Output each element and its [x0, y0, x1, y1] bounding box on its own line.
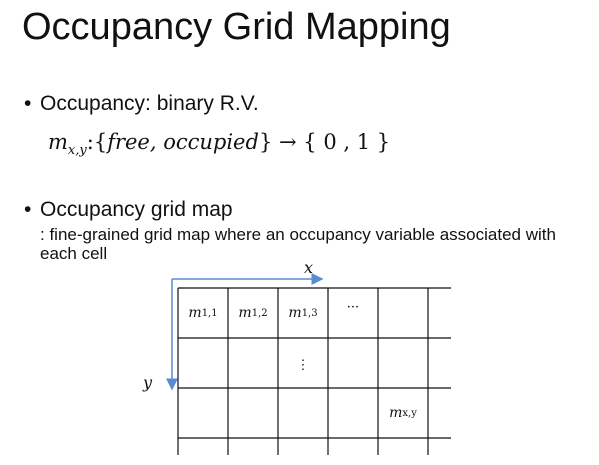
grid-map-description: : fine-grained grid map where an occupan… — [40, 225, 556, 263]
arrow-symbol: → — [279, 130, 297, 154]
bullet-text: Occupancy grid map — [40, 198, 233, 221]
bullet-dot: • — [24, 92, 32, 115]
occupancy-formula: mx,y:{free, occupied} → { 0 , 1 } — [48, 130, 391, 159]
bullet-text: Occupancy: binary R.V. — [40, 92, 259, 115]
grid-lines — [177, 287, 451, 455]
vertical-ellipsis: ⋮ — [296, 357, 310, 373]
x-axis-label: x — [304, 258, 314, 277]
bullet-occupancy: • Occupancy: binary R.V. — [24, 92, 259, 116]
horizontal-ellipsis: ··· — [346, 299, 360, 315]
bullet-grid-map: • Occupancy grid map — [24, 198, 233, 222]
slide-title: Occupancy Grid Mapping — [22, 6, 451, 48]
bullet-dot: • — [24, 198, 32, 221]
y-axis-label: y — [143, 373, 153, 392]
